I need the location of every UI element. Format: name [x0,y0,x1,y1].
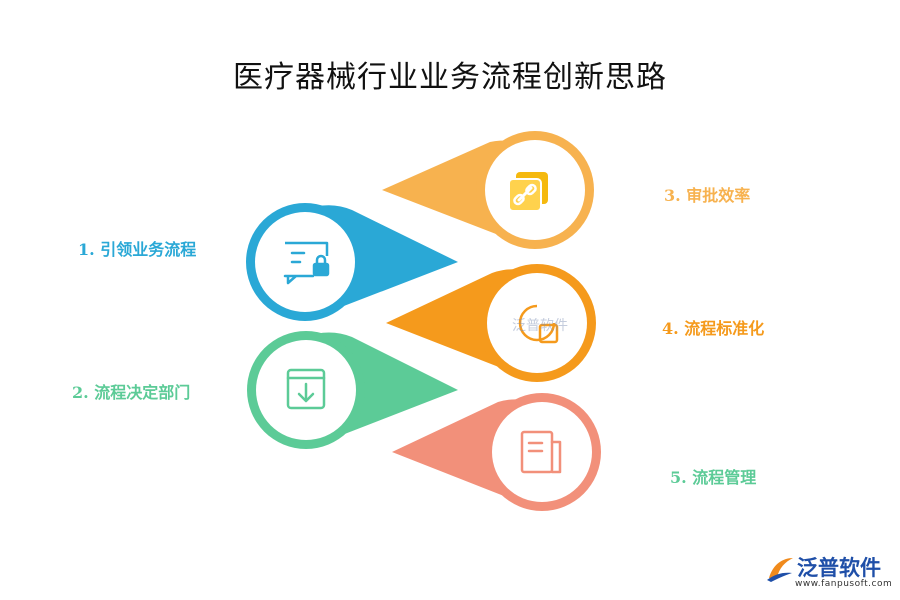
inbox-download-icon [286,368,326,410]
step-1-label: 1. 引领业务流程 [78,240,197,259]
step-5-shape [392,393,601,511]
watermark-text: 泛普软件 [512,318,568,334]
link-icon [508,172,548,212]
page-title: 医疗器械行业业务流程创新思路 [233,60,667,95]
step-2-label: 2. 流程决定部门 [72,383,191,402]
brand-logo: 泛普软件 www.fanpusoft.com [765,552,895,596]
step-3-label: 3. 审批效率 [664,186,751,205]
step-2-shape [247,331,458,449]
message-lock-icon [283,241,330,285]
step-5-label: 5. 流程管理 [670,468,757,487]
document-icon [520,430,562,474]
fanpu-logo-icon [767,558,793,582]
logo-url: www.fanpusoft.com [795,579,893,589]
step-1-shape [246,203,458,321]
chart-pie-icon [518,304,559,344]
logo-name: 泛普软件 [797,556,881,580]
step-4-label: 4. 流程标准化 [662,319,765,338]
step-3-shape [382,131,594,249]
step-4-shape: 泛普软件 [386,264,596,382]
